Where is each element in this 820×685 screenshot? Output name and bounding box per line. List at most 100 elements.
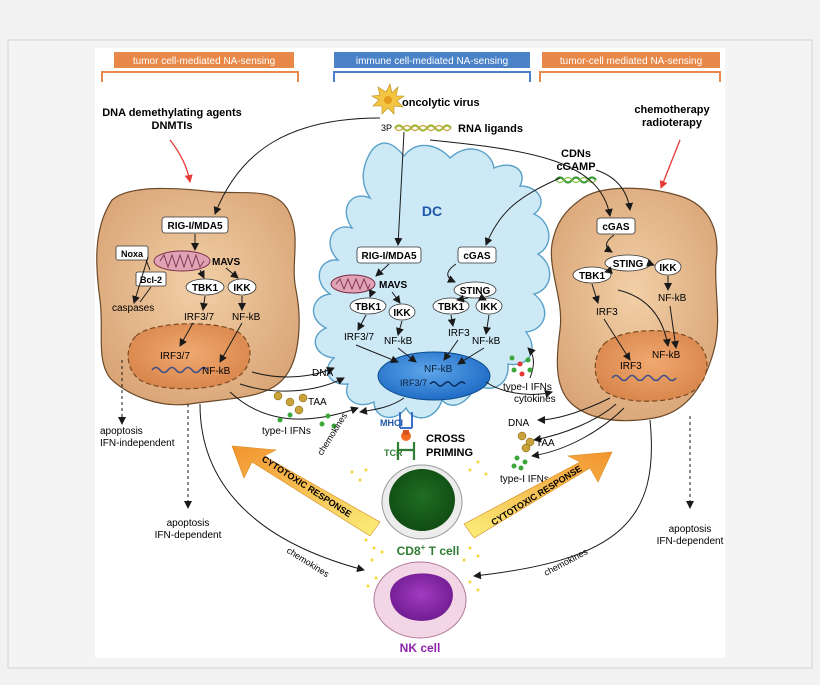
header-left-label: tumor cell-mediated NA-sensing (133, 56, 275, 67)
left-rig-box (161, 216, 229, 234)
ifn-dc-dots (509, 355, 533, 377)
dc-cgas: cGAS (463, 251, 491, 262)
dc-nuc-nfkb: NF-kB (424, 364, 453, 375)
fate-left-ind-1: apoptosis (100, 426, 143, 437)
input-left-line1: DNA demethylating agents (102, 107, 242, 119)
out-ifn-dc: type-I IFNs (503, 382, 552, 393)
right-irf3: IRF3 (596, 307, 618, 318)
cdn-label: CDNs (561, 148, 591, 160)
taa-left-icon (273, 391, 308, 415)
right-ikk: IKK (659, 263, 677, 274)
out-taa-right: TAA (536, 438, 555, 449)
mhc-label: MHCI (380, 418, 403, 428)
left-bcl2-box (135, 271, 167, 287)
dc-tbk1a-box (349, 297, 387, 315)
out-cytokines-dc: cytokines (514, 394, 556, 405)
left-nuc-dna-icon (151, 366, 209, 374)
left-nuc-nfkb: NF-kB (202, 366, 231, 377)
dc-sting: STING (460, 286, 491, 297)
right-cell-arrows (591, 234, 679, 361)
header-center-label: immune cell-mediated NA-sensing (356, 56, 508, 67)
left-noxa: Noxa (121, 249, 144, 259)
left-mitochondria-icon (153, 250, 211, 272)
dc-rig: RIG-I/MDA5 (362, 251, 417, 262)
right-sting: STING (613, 259, 644, 270)
antigen-peptide-icon (401, 430, 411, 441)
right-cgas-box (596, 217, 636, 235)
right-tbk1: TBK1 (579, 271, 606, 282)
nk-cell (373, 561, 467, 639)
right-nuc-nfkb: NF-kB (652, 350, 681, 361)
out-dna-left: DNA (312, 368, 333, 379)
cd8-label-sup: + (421, 543, 426, 552)
left-tbk1: TBK1 (192, 283, 219, 294)
tcr-label: TCR (384, 448, 403, 458)
header-center: immune cell-mediated NA-sensing (333, 52, 531, 82)
dc-nfkb-b: NF-kB (472, 336, 501, 347)
right-nuc-dna-icon (611, 374, 677, 382)
header-right-label: tumor-cell mediated NA-sensing (560, 56, 702, 67)
left-nfkb: NF-kB (232, 312, 261, 323)
mhc-icon (399, 412, 413, 429)
left-ikk: IKK (233, 283, 251, 294)
header-right: tumor-cell mediated NA-sensing (539, 52, 721, 82)
input-left-line2: DNMTIs (152, 120, 193, 132)
left-caspases: caspases (112, 303, 154, 314)
out-ifn-right: type-I IFNs (500, 474, 549, 485)
ifn-left-dots (277, 412, 337, 429)
dc-ikka: IKK (393, 308, 411, 319)
left-ikk-box (227, 278, 257, 296)
virus-icon (371, 83, 405, 115)
rna-label: RNA ligands (458, 123, 523, 135)
dc-ikka-box (388, 303, 416, 321)
ifn-right-dots (511, 455, 528, 471)
cross-priming-line2: PRIMING (426, 447, 473, 459)
left-mavs: MAVS (212, 257, 240, 268)
fate-left-dep-1: apoptosis (167, 518, 210, 529)
left-rig: RIG-I/MDA5 (168, 221, 223, 232)
right-ikk-box (654, 258, 682, 276)
cd8-label-post: T cell (425, 544, 459, 558)
dc-rig-box (356, 246, 422, 264)
cd8-t-cell (381, 464, 463, 540)
granule-dots (350, 460, 488, 592)
dc-cgas-box (457, 246, 497, 264)
input-right-arrow (659, 139, 681, 189)
dc-irf37: IRF3/7 (344, 332, 374, 343)
dc-nfkb-a: NF-kB (384, 336, 413, 347)
taa-right-icon (517, 431, 535, 453)
header-left: tumor cell-mediated NA-sensing (101, 52, 299, 82)
cgamp-label: cGAMP (556, 161, 595, 173)
dc-nucleus (377, 351, 491, 401)
nk-label: NK cell (400, 641, 441, 655)
input-right-line1: chemotherapy (634, 104, 710, 116)
out-dna-right: DNA (508, 418, 529, 429)
right-nfkb: NF-kB (658, 293, 687, 304)
rna-tag: 3P (381, 123, 392, 133)
tcr-icon (396, 442, 416, 460)
cd8-label: CD8+ T cell (397, 543, 460, 558)
left-cell-arrows (132, 234, 246, 363)
out-ifn-left: type-I IFNs (262, 426, 311, 437)
left-nucleus (127, 323, 251, 390)
dc-ikkb: IKK (480, 302, 498, 313)
left-irf37: IRF3/7 (184, 312, 214, 323)
dc-nuc-irf: IRF3/7 (400, 378, 427, 388)
right-nucleus (594, 330, 708, 402)
cross-priming-line1: CROSS (426, 433, 465, 445)
left-noxa-box (115, 245, 149, 261)
virus-label: oncolytic virus (402, 97, 480, 109)
dc-mitochondria-icon (330, 274, 376, 294)
left-bcl2: Bcl-2 (140, 275, 162, 285)
dc-nuc-dna-icon (429, 381, 466, 387)
dc-ikkb-box (475, 297, 503, 315)
dendritic-cell (313, 142, 551, 419)
input-left-arrow (169, 139, 193, 183)
dc-label: DC (422, 203, 442, 219)
rna-strand-icon (394, 124, 452, 132)
dc-tbk1b: TBK1 (438, 302, 465, 313)
right-tbk1-box (572, 266, 612, 284)
out-taa-left: TAA (308, 397, 327, 408)
dc-arrows (355, 263, 492, 365)
fate-left-ind-2: IFN-independent (100, 438, 175, 449)
